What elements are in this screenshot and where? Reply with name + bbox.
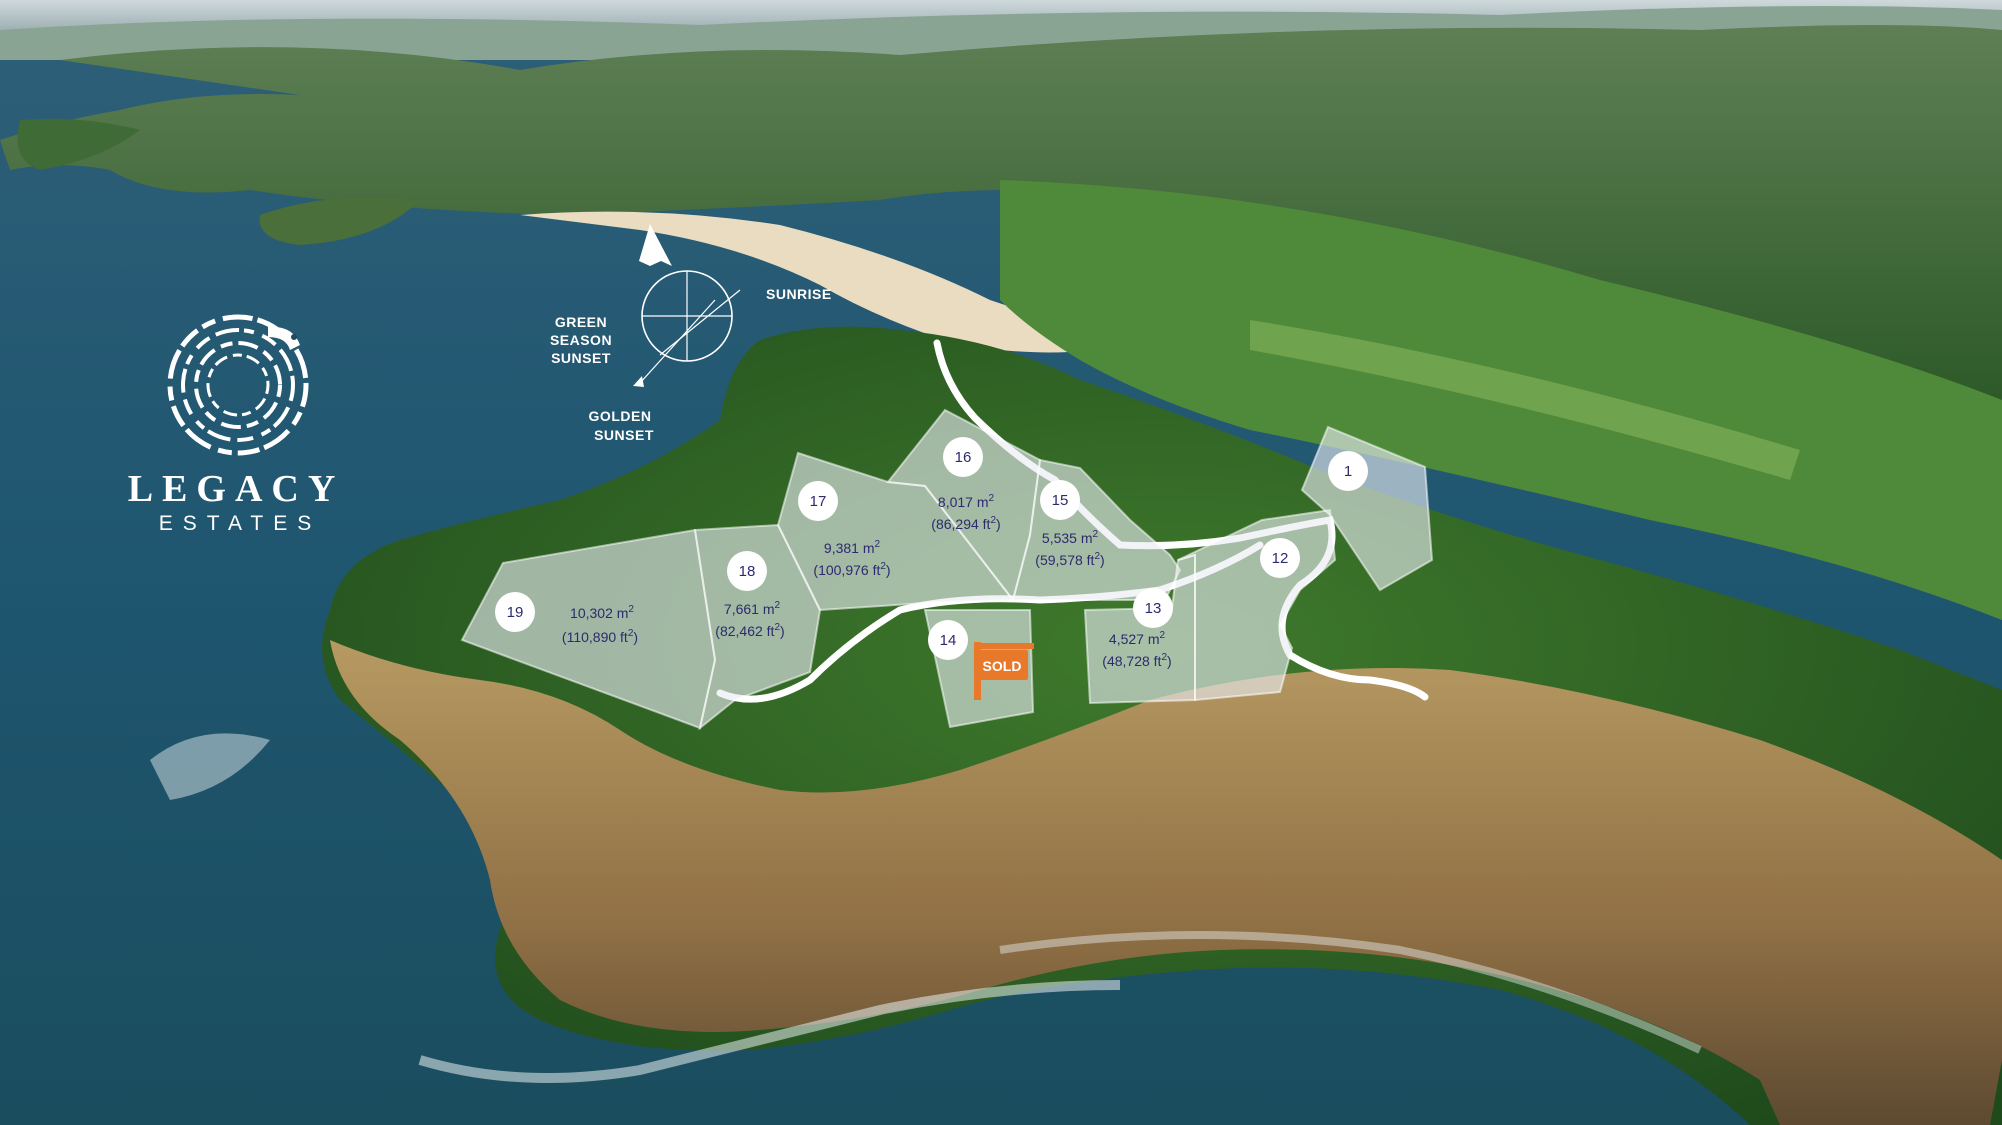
lot-13-area-ft2: (48,728 ft2) xyxy=(1102,652,1171,669)
compass-label-season: SEASON xyxy=(550,332,612,348)
lot-19-area-ft2: (110,890 ft2) xyxy=(562,628,638,645)
lot-12-badge xyxy=(1260,538,1300,578)
beach xyxy=(520,211,1120,353)
lot-16-area-m2: 8,017 m2 xyxy=(938,493,995,510)
lot-14-badge xyxy=(928,620,968,660)
lot-19-area-m2: 10,302 m2 xyxy=(570,604,634,621)
lots: 19 10,302 m2 (110,890 ft2) 18 7,661 m2 (… xyxy=(460,408,1434,731)
compass-rose: SUNRISE GREEN SEASON SUNSET GOLDEN SUNSE… xyxy=(550,224,832,443)
compass-label-green-sunset: SUNSET xyxy=(551,350,611,366)
compass-line-golden xyxy=(639,299,716,384)
fairway xyxy=(1250,320,1800,480)
lot-18-area-ft2: (82,462 ft2) xyxy=(715,622,784,639)
maze-spiral-icon xyxy=(167,314,309,456)
lot-1-badge xyxy=(1328,451,1368,491)
brand-block: LEGACY ESTATES xyxy=(56,310,416,536)
lot-17[interactable]: 17 9,381 m2 (100,976 ft2) xyxy=(776,451,1015,612)
lot-13-number: 13 xyxy=(1145,600,1162,617)
lot-1[interactable]: 1 xyxy=(1300,425,1434,592)
lot-17-area-m2: 9,381 m2 xyxy=(824,539,881,556)
lot-1-number: 1 xyxy=(1344,463,1352,480)
compass-label-golden-sunset: SUNSET xyxy=(594,427,654,443)
lot-16[interactable]: 16 8,017 m2 (86,294 ft2) xyxy=(886,408,1042,603)
lot-19-badge xyxy=(495,592,535,632)
lot-12[interactable]: 12 xyxy=(1177,508,1337,702)
lot-19-number: 19 xyxy=(507,604,524,621)
surf-line-2 xyxy=(999,931,1702,1054)
coastal-hills xyxy=(0,25,2002,400)
lot-14-number: 14 xyxy=(940,632,957,649)
golden-sunset-arrow-icon xyxy=(633,376,644,387)
compass-label-sunrise: SUNRISE xyxy=(766,286,832,302)
lot-18[interactable]: 18 7,661 m2 (82,462 ft2) xyxy=(693,523,822,731)
lot-13-area-m2: 4,527 m2 xyxy=(1109,630,1166,647)
sold-sign-icon: SOLD xyxy=(974,642,1034,700)
compass-line-sunrise xyxy=(659,289,741,356)
lot-17-number: 17 xyxy=(810,493,827,510)
brand-subtitle: ESTATES xyxy=(158,512,322,535)
surf-line xyxy=(418,980,1121,1083)
wave-foam xyxy=(150,733,270,800)
north-arrow-icon xyxy=(639,224,672,266)
lot-15-area-ft2: (59,578 ft2) xyxy=(1035,551,1104,568)
rocky-point xyxy=(259,197,420,245)
lot-13[interactable]: 13 4,527 m2 (48,728 ft2) xyxy=(1083,553,1196,705)
lot-15[interactable]: 15 5,535 m2 (59,578 ft2) xyxy=(1011,458,1182,601)
compass-label-golden: GOLDEN xyxy=(589,408,652,424)
lot-15-number: 15 xyxy=(1052,492,1069,509)
cliff-face xyxy=(330,640,2002,1125)
brand-title: LEGACY xyxy=(127,468,345,510)
lot-15-area-m2: 5,535 m2 xyxy=(1042,529,1099,546)
lot-17-badge xyxy=(798,481,838,521)
lot-18-area-m2: 7,661 m2 xyxy=(724,600,781,617)
lot-16-number: 16 xyxy=(955,449,972,466)
headland-left xyxy=(17,118,140,170)
lot-14[interactable]: 14 SOLD xyxy=(923,609,1035,729)
lot-16-badge xyxy=(943,437,983,477)
lot-15-badge xyxy=(1040,480,1080,520)
lot-17-area-ft2: (100,976 ft2) xyxy=(813,561,890,578)
lot-16-area-ft2: (86,294 ft2) xyxy=(931,515,1000,532)
lot-18-badge xyxy=(727,551,767,591)
lot-12-number: 12 xyxy=(1272,550,1289,567)
sold-label: SOLD xyxy=(983,658,1022,674)
lot-13-badge xyxy=(1133,588,1173,628)
lot-18-number: 18 xyxy=(739,563,756,580)
compass-label-green: GREEN xyxy=(555,314,607,330)
